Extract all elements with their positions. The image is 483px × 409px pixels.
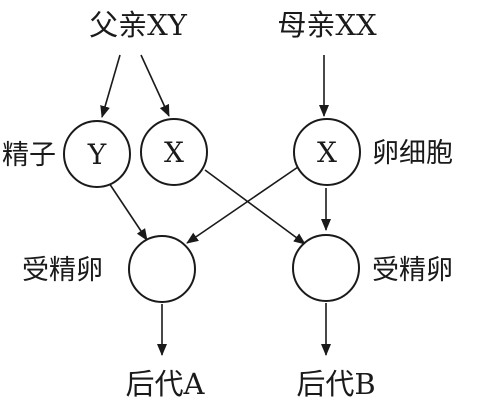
- arrow-egg-to-zygote-left: [186, 166, 299, 244]
- egg-label: 卵细胞: [372, 138, 453, 169]
- arrow-father-to-sperm-y: [100, 54, 121, 118]
- egg-x-node: [293, 118, 361, 186]
- zygote-right-node: [292, 234, 360, 302]
- arrow-father-to-sperm-x: [140, 54, 170, 117]
- mother-label: 母亲XX: [277, 8, 377, 42]
- zygote-left-label: 受精卵: [22, 255, 103, 286]
- sperm-y-text: Y: [87, 138, 107, 171]
- sperm-x-text: X: [164, 136, 184, 169]
- arrow-sperm-y-to-zygote-left: [108, 182, 148, 241]
- arrow-sperm-x-to-zygote-right: [204, 169, 306, 245]
- offspring-b-label: 后代B: [296, 367, 375, 401]
- sperm-label: 精子: [2, 140, 56, 171]
- zygote-right-label: 受精卵: [372, 255, 453, 286]
- offspring-a-label: 后代A: [126, 367, 206, 401]
- sperm-y-node: [63, 120, 131, 188]
- sperm-x-node: [140, 118, 208, 186]
- egg-x-text: X: [317, 136, 337, 169]
- father-label: 父亲XY: [89, 8, 188, 42]
- zygote-left-node: [128, 235, 196, 303]
